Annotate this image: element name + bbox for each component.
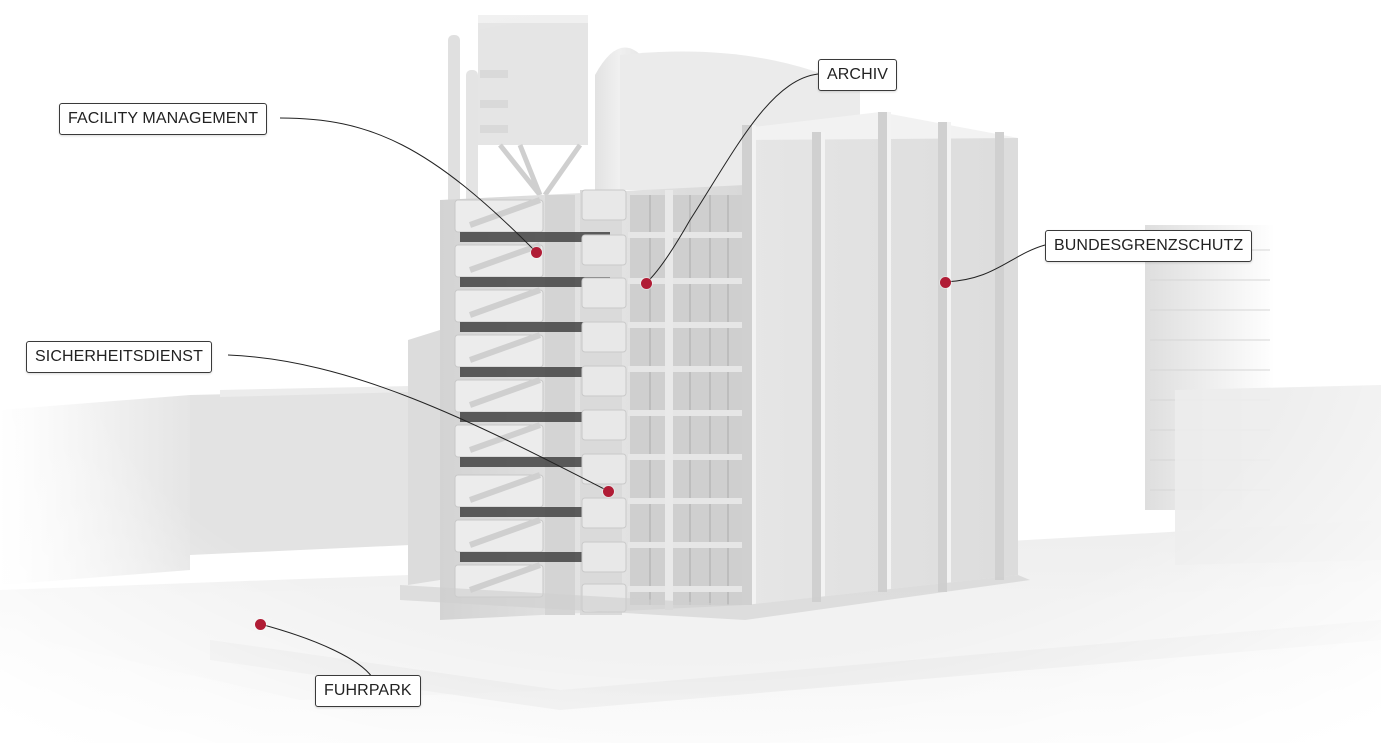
hotspot-sicherheitsdienst[interactable]	[602, 485, 614, 497]
hotspot-facility-management[interactable]	[530, 246, 542, 258]
hotspot-archiv[interactable]	[640, 277, 652, 289]
label-sicherheitsdienst[interactable]: SICHERHEITSDIENST	[26, 341, 212, 373]
label-bundesgrenzschutz[interactable]: BUNDESGRENZSCHUTZ	[1045, 230, 1253, 262]
label-archiv[interactable]: ARCHIV	[818, 59, 898, 91]
label-facility-management[interactable]: FACILITY MANAGEMENT	[59, 103, 268, 135]
hotspot-fuhrpark[interactable]	[254, 618, 266, 630]
hotspot-bundesgrenzschutz[interactable]	[939, 276, 951, 288]
label-fuhrpark[interactable]: FUHRPARK	[315, 675, 421, 707]
